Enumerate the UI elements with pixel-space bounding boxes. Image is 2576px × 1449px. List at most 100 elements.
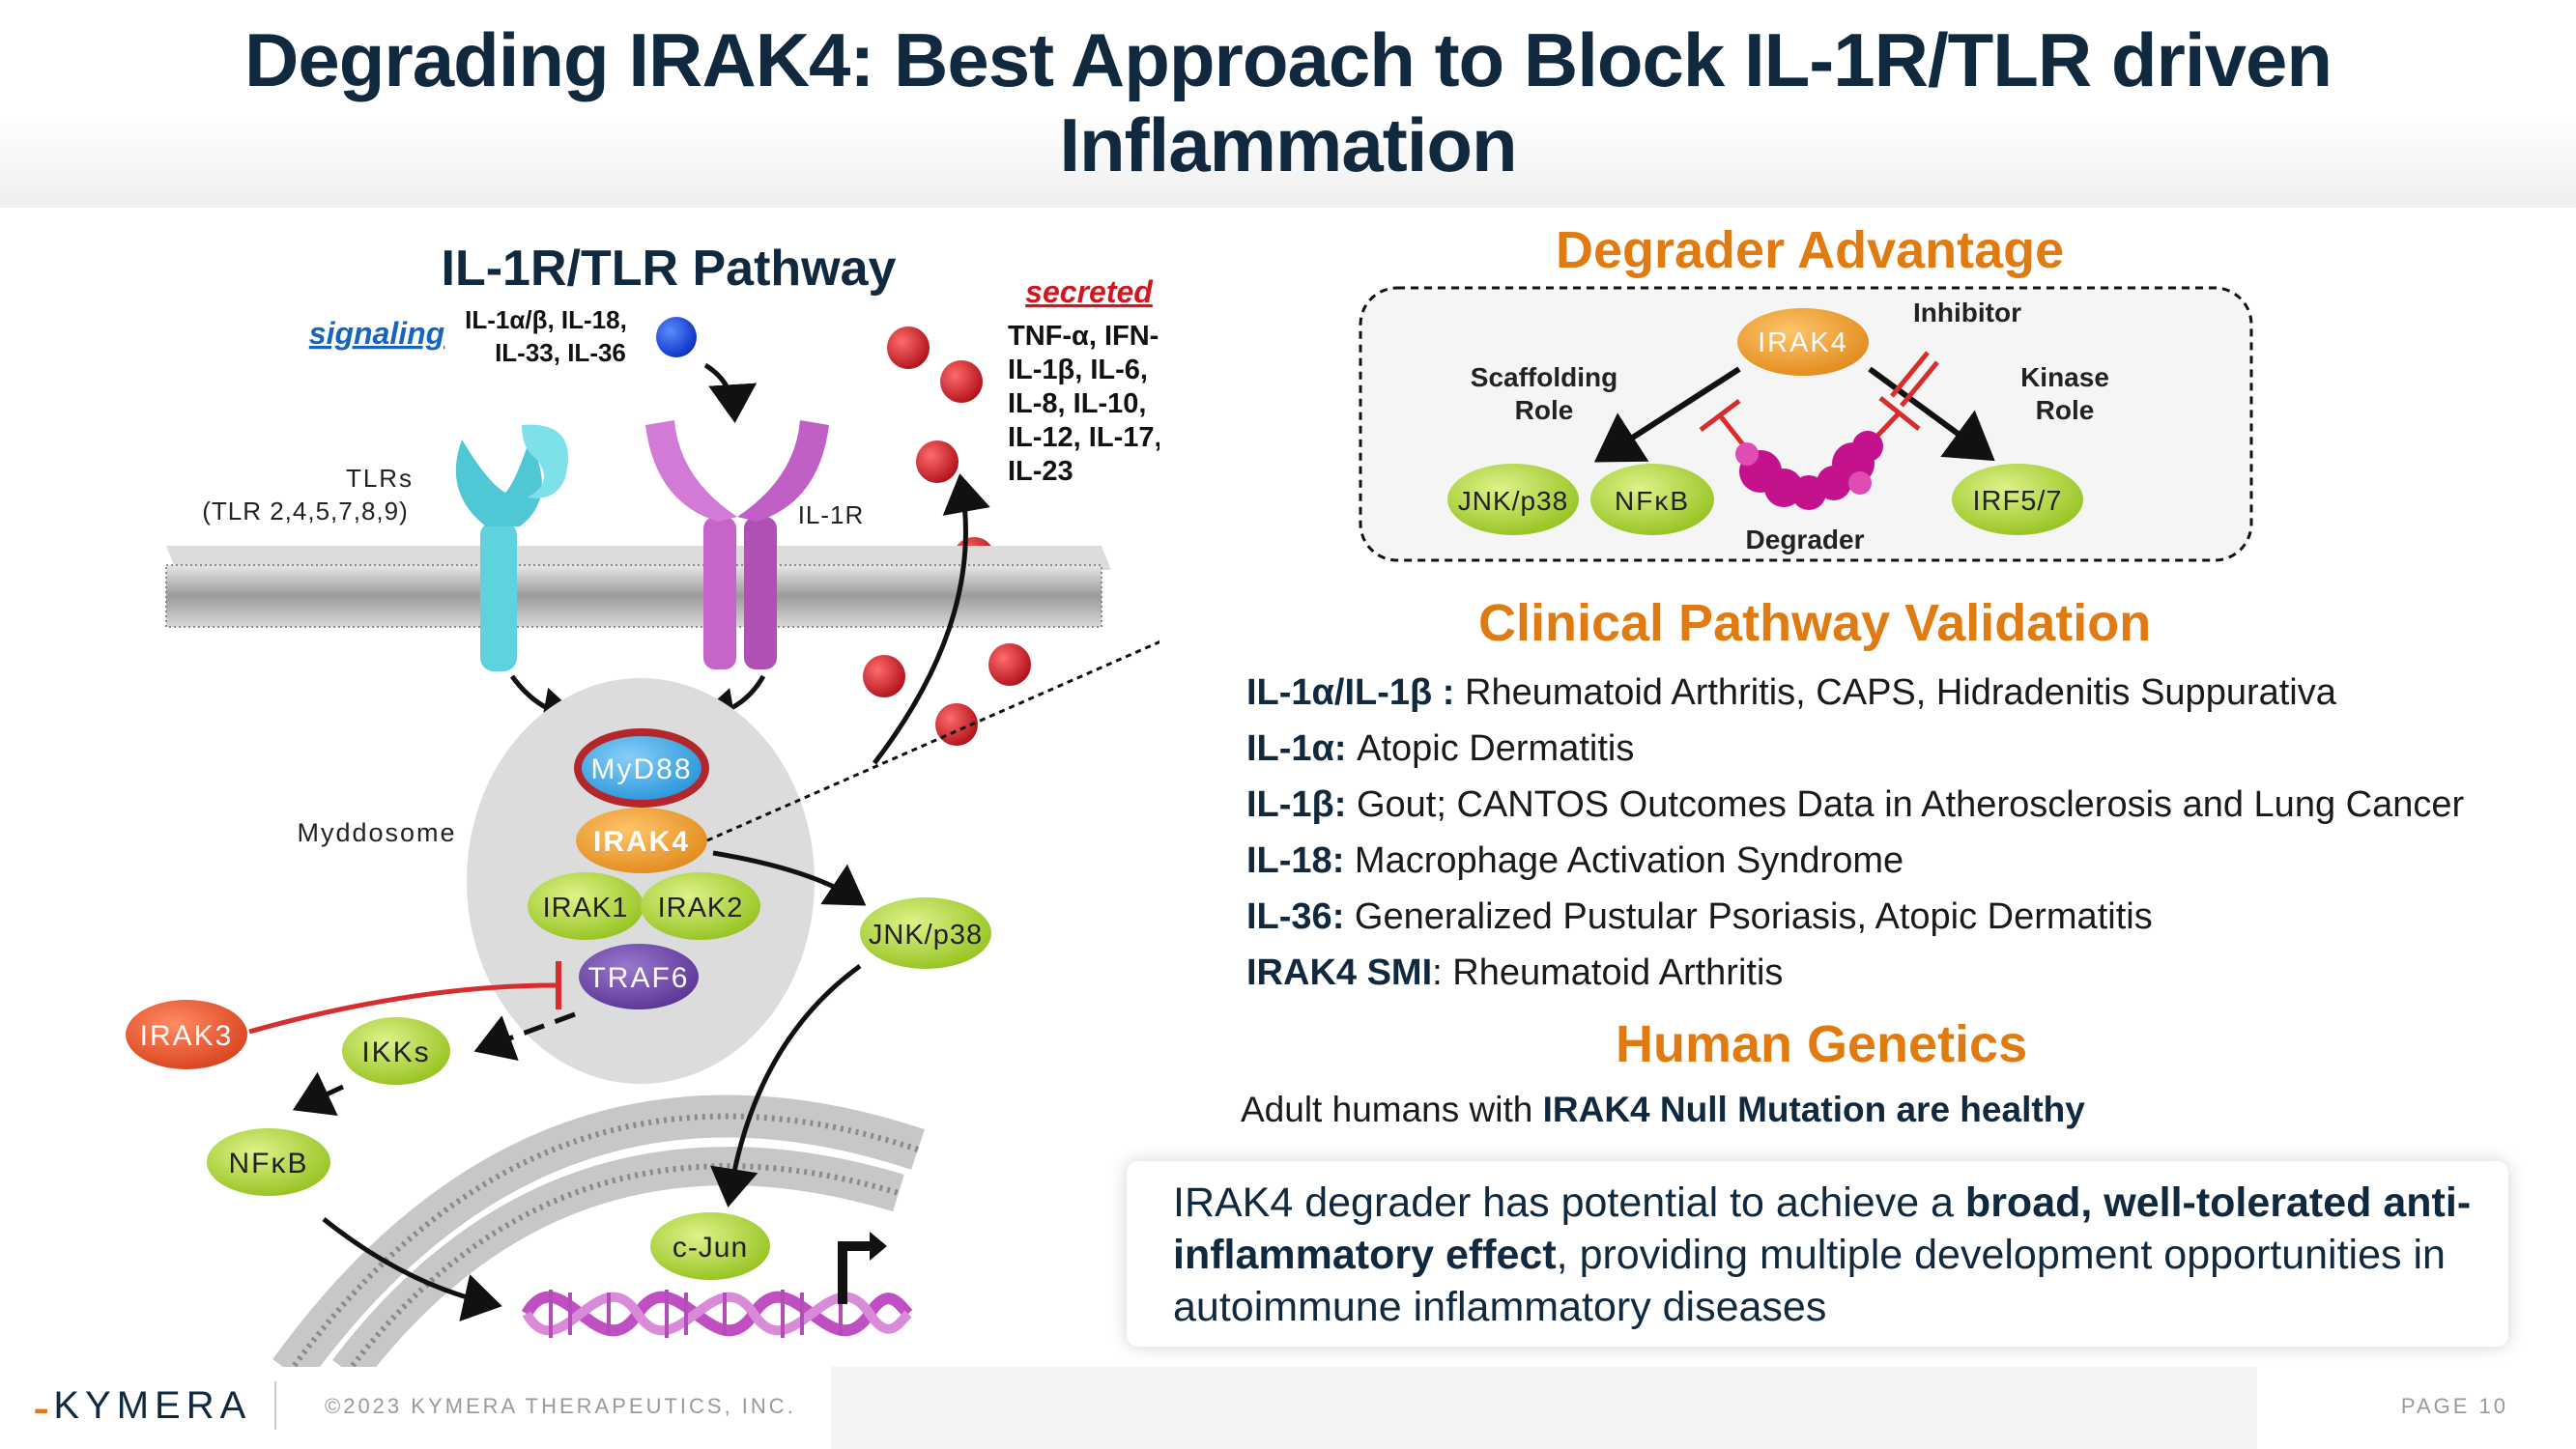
degrader-block-bar <box>1878 396 1921 431</box>
ikks-node <box>342 1017 450 1085</box>
pathway-title: IL-1R/TLR Pathway <box>442 241 897 297</box>
cytokine-line: IL-23 <box>1008 456 1073 487</box>
nucleus-membrane <box>272 1094 925 1367</box>
footer-right-panel <box>2257 1367 2576 1449</box>
cytokine-line: IL-12, IL-17, <box>1008 422 1159 453</box>
myd88-label: MyD88 <box>590 753 692 785</box>
degrader-advantage-diagram: IRAK4 Inhibitor Scaffolding Role Kinase … <box>1359 286 2253 562</box>
clinical-row-text: Gout; CANTOS Outcomes Data in Atheroscle… <box>1346 784 2465 825</box>
ligand-arrow <box>703 362 758 423</box>
myddosome-label: Myddosome <box>297 818 456 847</box>
genetics-text: Adult humans with <box>1241 1090 1543 1129</box>
conclusion-callout: IRAK4 degrader has potential to achieve … <box>1127 1161 2508 1347</box>
clinical-row-label: IL-1α: <box>1246 728 1347 769</box>
inhibitor-label: Inhibitor <box>1913 298 2021 327</box>
tlrs-label-line2: (TLR 2,4,5,7,8,9) <box>202 497 409 526</box>
genetics-text-bold: IRAK4 Null Mutation are healthy <box>1542 1090 2085 1129</box>
nfkb-node <box>207 1128 330 1196</box>
footer-left-panel <box>0 1367 831 1449</box>
clinical-validation-title: Clinical Pathway Validation <box>1478 594 2152 652</box>
degrader-molecule-icon <box>1735 431 1883 510</box>
degrader-advantage-title: Degrader Advantage <box>1556 221 2065 279</box>
clinical-row: IL-1α: Atopic Dermatitis <box>1246 728 1634 770</box>
jnk-to-cjun-arrow <box>709 963 862 1208</box>
irak3-node <box>126 1000 247 1069</box>
secreted-cytokine-list: TNF-α, IFN-γ, IL-1β, IL-6, IL-8, IL-10, … <box>1008 321 1159 487</box>
clinical-row-text: Macrophage Activation Syndrome <box>1344 840 1904 881</box>
slide-title: Degrading IRAK4: Best Approach to Block … <box>174 17 2402 187</box>
clinical-row-text: Atopic Dermatitis <box>1346 728 1635 769</box>
kymera-logo-mark: ˗ <box>35 1384 54 1427</box>
kymera-logo: ˗KYMERA <box>35 1384 251 1428</box>
irak4-to-jnk-arrow <box>712 850 867 906</box>
ligand-ball <box>656 317 697 357</box>
conclusion-text: IRAK4 degrader has potential to achieve … <box>1173 1177 2487 1333</box>
clinical-row: IL-1β: Gout; CANTOS Outcomes Data in Ath… <box>1246 784 2464 826</box>
irak3-label: IRAK3 <box>140 1020 234 1052</box>
cell-membrane <box>165 546 1111 628</box>
irak1-label: IRAK1 <box>543 893 629 923</box>
clinical-row-label: IL-1α/IL-1β : <box>1246 672 1455 713</box>
c-jun-label: c-Jun <box>673 1232 748 1264</box>
clinical-row-text: Rheumatoid Arthritis, CAPS, Hidradenitis… <box>1454 672 2336 713</box>
il1r-label: IL-1R <box>798 500 865 529</box>
jnk-p38-label: JNK/p38 <box>869 920 983 951</box>
ikks-label: IKKs <box>361 1037 430 1068</box>
c-jun-node <box>650 1212 770 1280</box>
scaffolding-label-line1: Scaffolding <box>1471 362 1617 392</box>
irak4-node <box>576 808 707 873</box>
clinical-row: IL-18: Macrophage Activation Syndrome <box>1246 840 1903 882</box>
traf6-node <box>579 944 699 1009</box>
clinical-row: IL-36: Generalized Pustular Psoriasis, A… <box>1246 896 2153 938</box>
conclusion-text-part1: IRAK4 degrader has potential to achieve … <box>1173 1179 1965 1226</box>
signaling-label: signaling <box>309 316 444 351</box>
kymera-logo-text: KYMERA <box>53 1384 252 1427</box>
footer-divider <box>274 1381 276 1430</box>
degrader-label: Degrader <box>1746 525 1865 554</box>
irak4-degrader-node <box>1737 308 1869 376</box>
signaling-ligands-line2: IL-33, IL-36 <box>495 338 626 367</box>
irak4-label: IRAK4 <box>593 826 690 858</box>
scaffolding-label-line2: Role <box>1515 395 1574 425</box>
irak2-node <box>641 872 760 940</box>
clinical-row-label: IL-1β: <box>1246 784 1347 825</box>
nfkb-degrader-node <box>1590 464 1714 535</box>
degrader-block-bar <box>1699 399 1741 432</box>
cytokine-line: IL-8, IL-10, <box>1008 388 1146 419</box>
secretion-arrow <box>873 473 990 765</box>
conclusion-text-bold: broad, well-tolerated anti-inflammatory … <box>1173 1179 2472 1278</box>
footer-copyright: ©2023 KYMERA THERAPEUTICS, INC. <box>325 1394 796 1418</box>
jnk-p38-degrader-label: JNK/p38 <box>1458 486 1568 516</box>
cytokine-line: IL-1β, IL-6, <box>1008 355 1148 385</box>
traf6-label: TRAF6 <box>587 962 689 994</box>
genetics-statement: Adult humans with IRAK4 Null Mutation ar… <box>1241 1090 2085 1130</box>
clinical-row-label: IRAK4 SMI <box>1246 952 1433 993</box>
dna-helix-icon <box>521 1232 913 1338</box>
irf57-label: IRF5/7 <box>1972 486 2062 517</box>
slide-footer: ˗KYMERA ©2023 KYMERA THERAPEUTICS, INC. … <box>0 1367 2576 1449</box>
inhibitor-block-bar <box>1900 360 1939 408</box>
nfkb-degrader-label: NFκB <box>1615 486 1690 516</box>
slide-title-line2: Inflammation <box>1059 102 1517 187</box>
traf6-to-ikks-arrow <box>473 1011 576 1062</box>
kinase-label-line2: Role <box>2036 395 2095 425</box>
clinical-row-text: Generalized Pustular Psoriasis, Atopic D… <box>1344 896 2153 937</box>
secreted-label: secreted <box>1025 274 1154 309</box>
clinical-row: IRAK4 SMI: Rheumatoid Arthritis <box>1246 952 1783 994</box>
irak1-node <box>528 872 644 940</box>
secreted-cytokine-balls <box>863 327 1031 746</box>
inhibitor-block-bar <box>1890 351 1930 398</box>
human-genetics-title: Human Genetics <box>1616 1015 2028 1073</box>
slide-header <box>0 0 2576 208</box>
irak4-degrader-label: IRAK4 <box>1758 327 1848 358</box>
cytokine-line: TNF-α, IFN-γ, <box>1008 321 1159 352</box>
scaffolding-arrow <box>1593 366 1741 463</box>
conclusion-text-part2: , providing multiple development opportu… <box>1173 1232 2446 1330</box>
irak2-label: IRAK2 <box>658 893 744 923</box>
ikks-to-nfkb-arrow <box>292 1071 345 1117</box>
jnk-p38-node <box>860 897 991 969</box>
clinical-row-label: IL-36: <box>1246 896 1345 937</box>
irak4-callout-connector <box>706 639 1159 842</box>
pathway-diagram: IL-1R/TLR Pathway signaling IL-1α/β, IL-… <box>126 241 1159 1367</box>
kinase-arrow <box>1868 366 1995 462</box>
